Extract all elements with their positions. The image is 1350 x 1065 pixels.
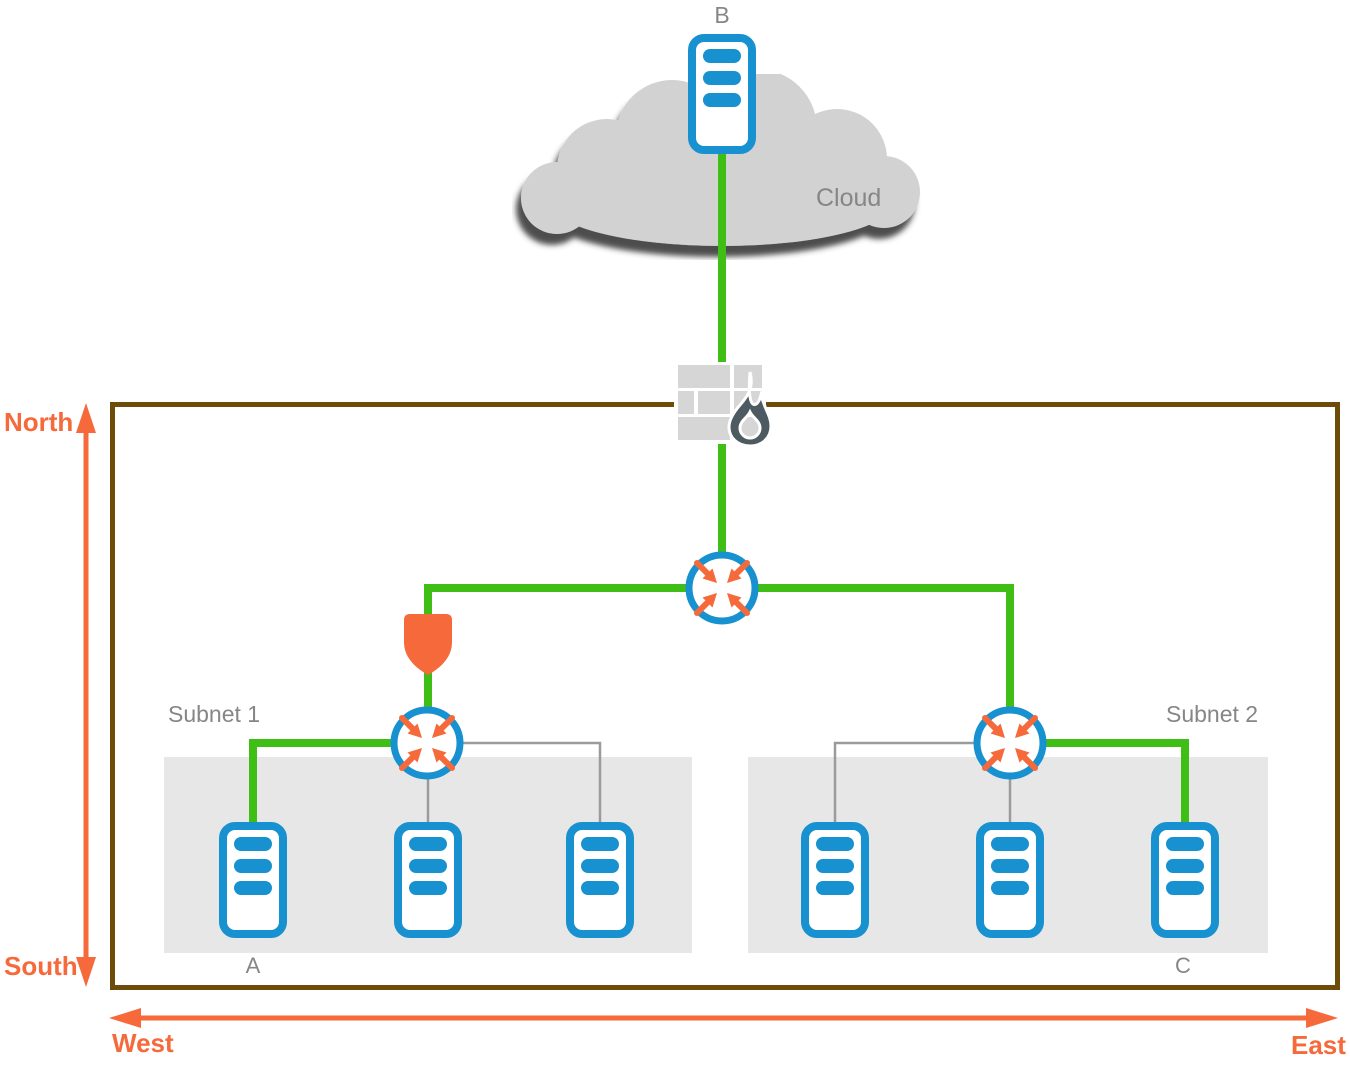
east-label: East [1291,1030,1346,1060]
server-bar [409,859,447,873]
server-b-label: B [714,2,730,28]
server-icon-b [688,34,756,154]
server-bar [234,837,272,851]
server-bar [581,881,619,895]
firewall-shape [674,362,773,448]
server-bar [991,859,1029,873]
flame-icon [727,371,773,448]
shield-icon [396,608,460,678]
north-label: North [4,407,74,437]
server-icon-a [219,822,287,938]
server-bar [991,881,1029,895]
server-bar [409,881,447,895]
router-icon-subnet1 [387,703,467,783]
server-bar [1166,881,1204,895]
subnet2-label: Subnet 2 [1166,701,1259,727]
server-bar [409,837,447,851]
gray-links [426,741,1012,826]
server-bar [703,49,741,63]
compass-arrow-icon [76,403,1338,1028]
server-icon [976,822,1044,938]
server-icon-c [1151,822,1219,938]
server-c-label: C [1175,953,1191,978]
server-bar [816,837,854,851]
server-icon [394,822,462,938]
firewall-icon [674,360,778,448]
server-bar [816,859,854,873]
server-bar [991,837,1029,851]
server-bar [1166,837,1204,851]
server-icon [801,822,869,938]
server-icon [566,822,634,938]
server-bar [234,881,272,895]
subnet1-label: Subnet 1 [168,701,261,727]
west-label: West [112,1028,174,1058]
server-bar [816,881,854,895]
router-icon-core [682,548,762,628]
server-bar [581,859,619,873]
server-a-label: A [245,953,261,978]
server-bar [703,93,741,107]
server-bar [1166,859,1204,873]
server-bar [703,71,741,85]
cloud-label: Cloud [816,184,882,212]
router-icon-subnet2 [970,703,1050,783]
server-bar [234,859,272,873]
south-label: South [4,951,78,981]
server-bar [581,837,619,851]
